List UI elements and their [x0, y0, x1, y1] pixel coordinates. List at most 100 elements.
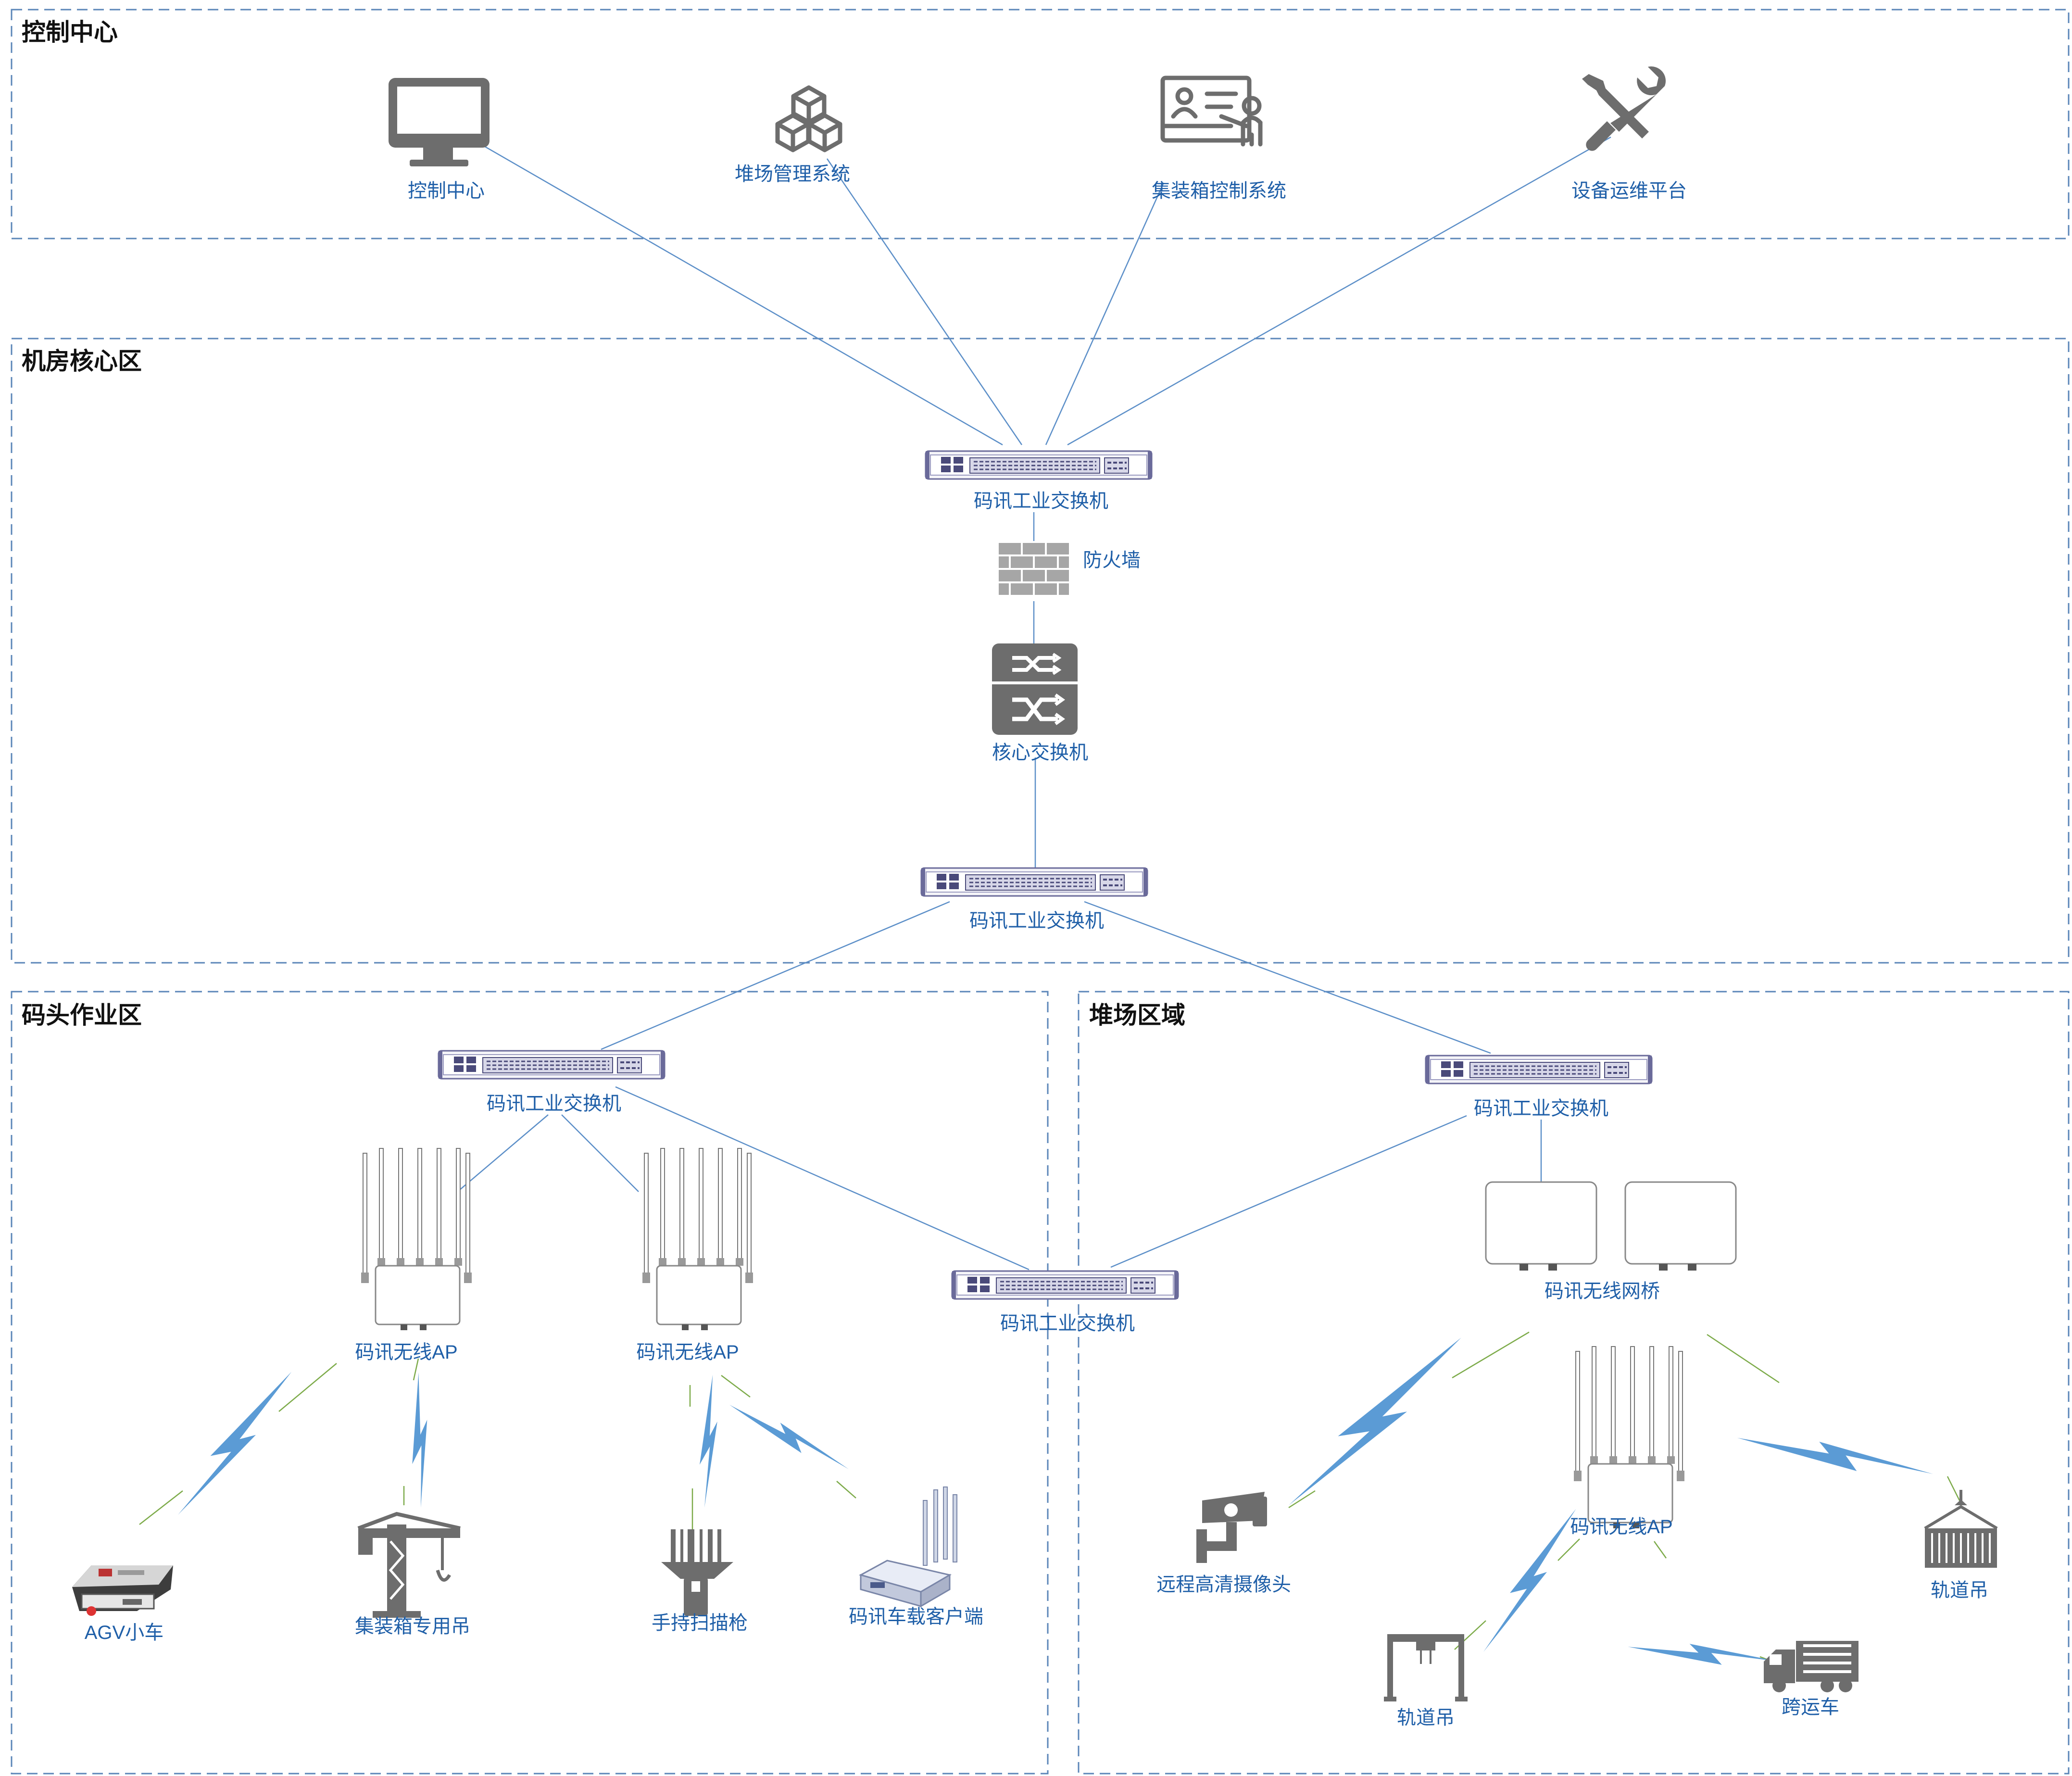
truck-icon [1764, 1641, 1859, 1692]
node-label: 码讯无线AP [355, 1342, 457, 1363]
node-ap-yard[interactable]: 码讯无线AP [1570, 1346, 1685, 1537]
ap-icon [641, 1147, 754, 1331]
bolt-scanner [647, 1374, 770, 1508]
node-core-switch[interactable]: 核心交换机 [992, 643, 1088, 763]
wireless-bridge-icon [1485, 1181, 1737, 1271]
node-label: 码讯工业交换机 [487, 1093, 621, 1114]
node-label: 跨运车 [1782, 1697, 1839, 1718]
node-straddle-carrier[interactable]: 跨运车 [1764, 1641, 1859, 1718]
node-label: 码讯工业交换机 [1474, 1098, 1608, 1119]
wlink-camera-bridge [1452, 1331, 1530, 1379]
node-bridge[interactable]: 码讯无线网桥 [1485, 1181, 1737, 1302]
node-label: 码讯车载客户端 [849, 1606, 983, 1627]
bolt-camera [1289, 1337, 1461, 1505]
zone-title-yard: 堆场区域 [1089, 1002, 1185, 1029]
link-mid-wharf [601, 901, 950, 1050]
wlink-agv-ap [278, 1363, 337, 1412]
node-label: 集装箱专用吊 [355, 1616, 470, 1637]
node-label: 堆场管理系统 [735, 164, 850, 185]
wlink-agv [139, 1490, 183, 1525]
link-wharf-ap1 [459, 1114, 549, 1191]
camera-icon [1196, 1492, 1267, 1563]
wlink-client [836, 1481, 856, 1499]
tower-crane-icon [357, 1511, 461, 1618]
node-control-center[interactable]: 控制中心 [389, 78, 490, 202]
switch-icon [1425, 1055, 1653, 1084]
node-device-ops[interactable]: 设备运维平台 [1571, 66, 1687, 202]
core-switch-icon [992, 643, 1078, 735]
node-switch-yard[interactable]: 码讯工业交换机 [1425, 1055, 1653, 1119]
node-crane[interactable]: 集装箱专用吊 [355, 1511, 470, 1637]
wlink-railcrane-bridge [1707, 1334, 1780, 1384]
bolt-straddle [1628, 1587, 1779, 1721]
wlink-railcrane-bottom-ap [1557, 1538, 1580, 1561]
node-label: AGV小车 [85, 1622, 163, 1643]
ap-icon [1573, 1346, 1685, 1529]
link-wharf-ap2 [561, 1114, 639, 1192]
monitor-icon [389, 78, 490, 166]
bolt-crane [358, 1372, 481, 1508]
switch-icon [925, 450, 1153, 480]
ap-icon [360, 1147, 473, 1331]
zone-title-control-center: 控制中心 [22, 19, 118, 46]
node-label: 设备运维平台 [1571, 180, 1687, 202]
node-label: 码讯无线AP [636, 1342, 739, 1363]
boxes-icon [775, 85, 842, 152]
zone-title-core-room: 机房核心区 [22, 348, 142, 375]
node-label: 集装箱控制系统 [1152, 180, 1286, 202]
node-label: 码讯工业交换机 [969, 910, 1104, 932]
node-rail-crane-bottom[interactable]: 轨道吊 [1384, 1634, 1468, 1728]
firewall-icon [997, 541, 1071, 597]
wired-links [459, 136, 1611, 1271]
link-yard-switch2 [1110, 1115, 1467, 1268]
bolt-client [729, 1386, 849, 1488]
link-control-center [480, 143, 1003, 446]
zone-title-wharf: 码头作业区 [22, 1002, 142, 1029]
node-switch-top[interactable]: 码讯工业交换机 [925, 450, 1153, 512]
node-switch-wharf2[interactable]: 码讯工业交换机 [951, 1270, 1179, 1334]
node-switch-mid[interactable]: 码讯工业交换机 [920, 867, 1148, 932]
barcode-scanner-icon [661, 1529, 733, 1616]
presentation-icon [1160, 76, 1263, 147]
wlink-crane-ap [413, 1358, 419, 1381]
node-label: 远程高清摄像头 [1156, 1574, 1291, 1595]
node-label: 轨道吊 [1397, 1707, 1455, 1728]
node-label: 码讯无线网桥 [1545, 1281, 1660, 1302]
node-rail-crane-right[interactable]: 轨道吊 [1924, 1490, 1998, 1601]
node-agv[interactable]: AGV小车 [72, 1565, 173, 1643]
switch-icon [438, 1050, 666, 1080]
node-firewall[interactable]: 防火墙 [997, 541, 1141, 597]
wlink-straddle-ap [1653, 1541, 1667, 1559]
node-label: 防火墙 [1083, 550, 1141, 571]
node-ap-wharf1[interactable]: 码讯无线AP [355, 1147, 473, 1363]
node-yard-mgmt[interactable]: 堆场管理系统 [735, 85, 850, 185]
node-label: 码讯工业交换机 [974, 491, 1108, 512]
node-vehicle-client[interactable]: 码讯车载客户端 [849, 1486, 983, 1627]
node-label: 码讯无线AP [1570, 1516, 1672, 1537]
node-container-ctrl[interactable]: 集装箱控制系统 [1152, 76, 1286, 202]
link-mid-yard [1084, 901, 1491, 1054]
link-yard-mgmt [826, 158, 1023, 445]
node-ap-wharf2[interactable]: 码讯无线AP [636, 1147, 754, 1363]
node-scanner[interactable]: 手持扫描枪 [652, 1529, 748, 1634]
agv-icon [72, 1565, 173, 1616]
node-camera[interactable]: 远程高清摄像头 [1156, 1492, 1291, 1595]
switch-icon [951, 1270, 1179, 1300]
bolt-railcrane-bottom [1483, 1509, 1576, 1652]
node-label: 手持扫描枪 [652, 1612, 748, 1634]
link-wharf-switch2 [615, 1086, 1030, 1271]
node-label: 码讯工业交换机 [1000, 1313, 1135, 1334]
tools-icon [1582, 66, 1666, 151]
gantry-crane-icon [1384, 1634, 1468, 1701]
link-container-ctrl [1045, 182, 1165, 445]
bolt-agv [178, 1372, 292, 1515]
wlink-client-ap [721, 1375, 751, 1398]
container-crane-icon [1924, 1490, 1998, 1568]
switch-icon [920, 867, 1148, 897]
node-label: 核心交换机 [992, 742, 1088, 763]
node-label: 控制中心 [408, 180, 485, 202]
node-label: 轨道吊 [1931, 1580, 1988, 1601]
node-switch-wharf[interactable]: 码讯工业交换机 [438, 1050, 666, 1114]
wlink-camera [1288, 1490, 1316, 1509]
link-device-ops [1067, 136, 1611, 446]
